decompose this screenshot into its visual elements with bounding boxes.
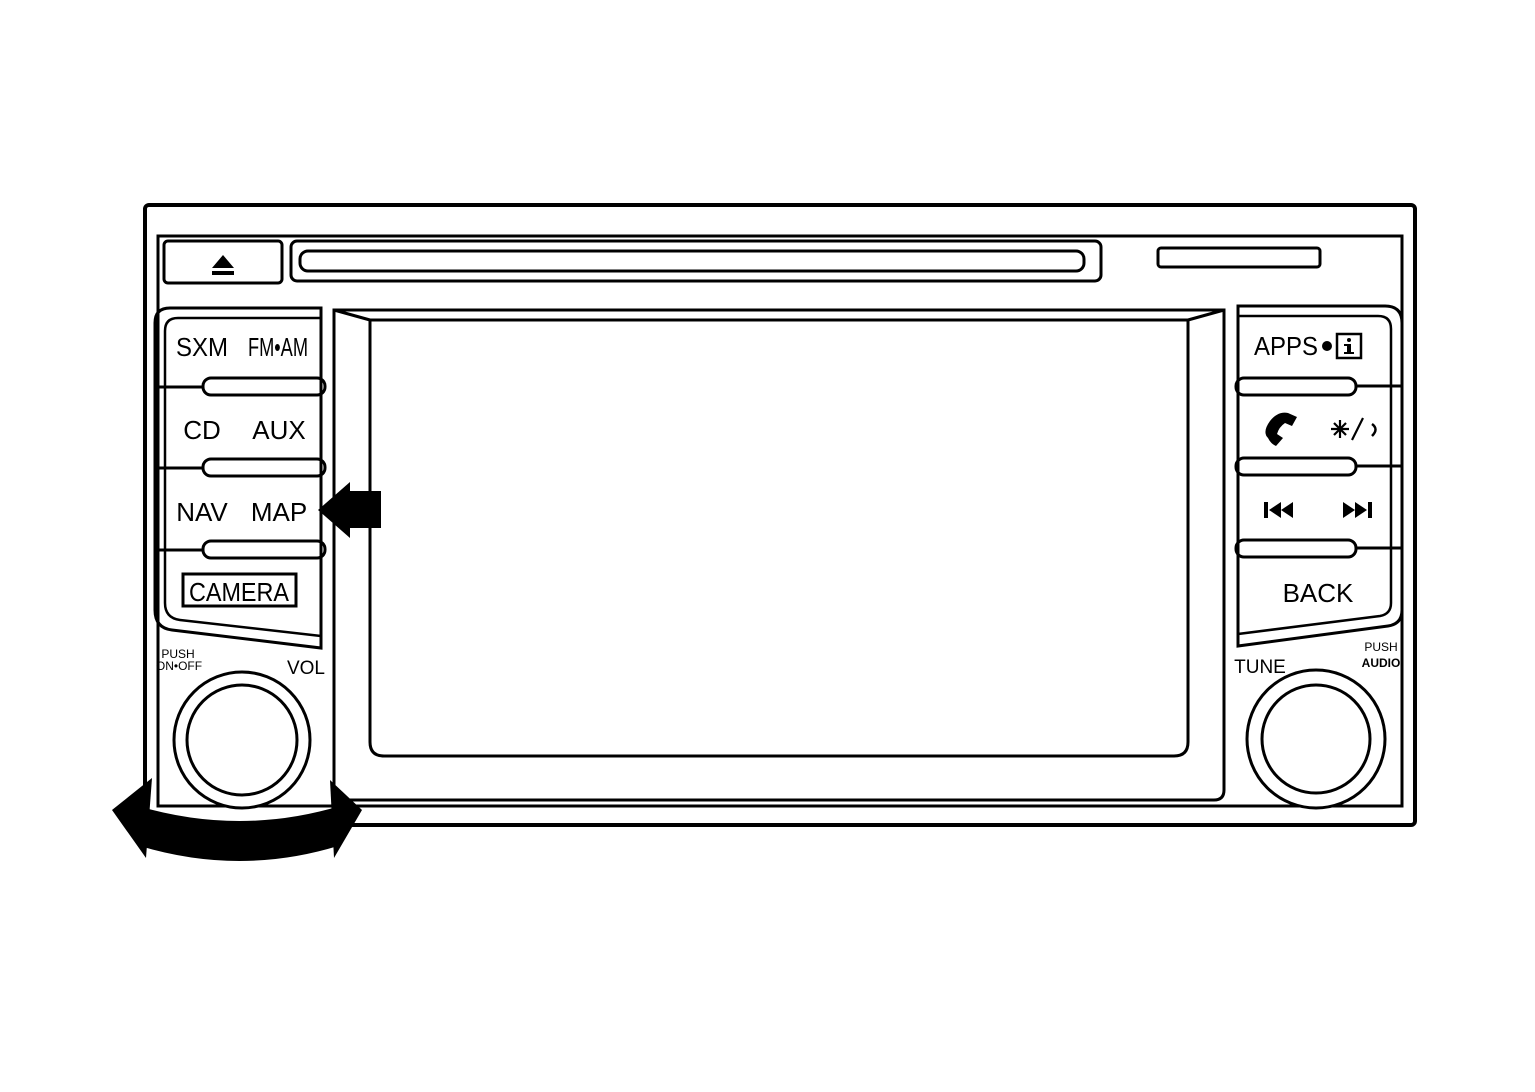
right-divider-3 xyxy=(1234,538,1402,559)
right-divider-1 xyxy=(1234,376,1402,397)
tune-audio-label: AUDIO xyxy=(1362,656,1401,670)
card-slot xyxy=(1156,246,1322,269)
apps-label: APPS xyxy=(1254,331,1318,361)
cd-slot xyxy=(289,239,1103,283)
tune-knob[interactable] xyxy=(1245,668,1387,810)
callout-arrow xyxy=(318,482,381,538)
apps-info-button[interactable]: APPS xyxy=(1254,331,1363,361)
fm-am-button[interactable]: FM•AM xyxy=(248,332,308,362)
nav-button[interactable]: NAV xyxy=(176,497,228,527)
eject-button[interactable] xyxy=(162,239,284,285)
tune-push-label: PUSH xyxy=(1364,640,1397,654)
skip-forward-icon xyxy=(1343,502,1372,518)
phone-button[interactable] xyxy=(1265,412,1297,446)
camera-label: CAMERA xyxy=(189,577,290,607)
info-icon xyxy=(1335,332,1363,360)
seek-forward-button[interactable] xyxy=(1343,502,1372,518)
phone-icon xyxy=(1265,412,1297,446)
aux-button[interactable]: AUX xyxy=(252,415,305,445)
camera-button[interactable]: CAMERA xyxy=(181,572,298,608)
sxm-button[interactable]: SXM xyxy=(176,332,228,362)
eject-icon xyxy=(212,255,234,275)
screen-bezel xyxy=(332,308,1226,802)
skip-back-icon xyxy=(1264,502,1293,518)
rotation-arrow xyxy=(112,778,362,861)
day-night-icon xyxy=(1331,417,1377,441)
cd-button[interactable]: CD xyxy=(183,415,221,445)
left-divider-3 xyxy=(155,539,327,560)
left-button-panel xyxy=(153,306,327,650)
volume-knob[interactable] xyxy=(172,670,312,810)
tune-label: TUNE xyxy=(1234,657,1286,678)
left-divider-1 xyxy=(155,376,327,397)
day-night-button[interactable] xyxy=(1331,417,1377,441)
vol-label: VOL xyxy=(287,658,325,679)
right-button-panel xyxy=(1234,304,1404,648)
left-divider-2 xyxy=(155,457,327,478)
faceplate xyxy=(156,234,1404,808)
vol-onoff-label: ON•OFF xyxy=(156,659,202,673)
separator-dot xyxy=(1322,341,1332,351)
head-unit-housing xyxy=(143,203,1417,827)
seek-back-button[interactable] xyxy=(1264,502,1293,518)
map-button[interactable]: MAP xyxy=(251,497,307,527)
back-button[interactable]: BACK xyxy=(1283,578,1354,608)
touch-screen[interactable] xyxy=(372,322,1186,754)
right-divider-2 xyxy=(1234,456,1402,477)
vol-push-label: PUSH xyxy=(161,647,194,661)
